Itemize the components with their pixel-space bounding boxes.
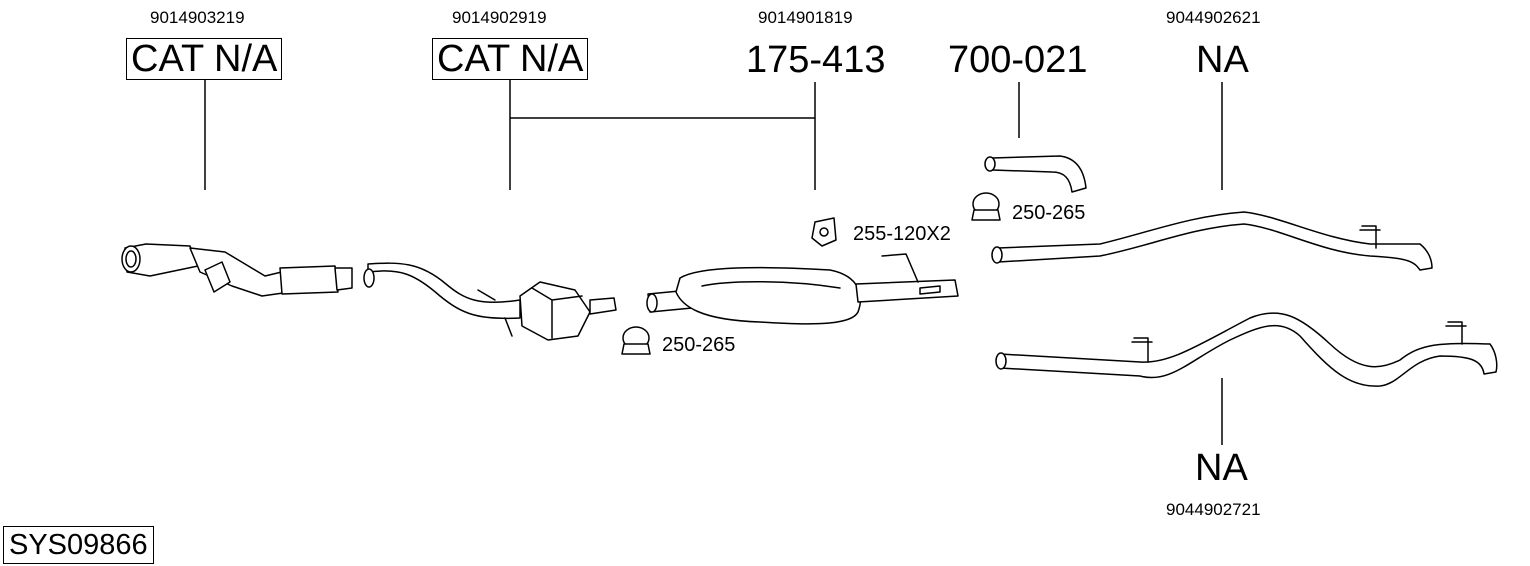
rubber-mount-label: 255-120X2 bbox=[853, 223, 951, 245]
rubber-mount bbox=[811, 217, 837, 247]
oe-number-5: 9044902621 bbox=[1166, 8, 1261, 27]
oe-number-2: 9014902919 bbox=[452, 8, 547, 27]
part-number-6: NA bbox=[1195, 447, 1248, 489]
clamp-left bbox=[621, 326, 651, 355]
part-number-1: CAT N/A bbox=[126, 38, 283, 80]
part-number-5: NA bbox=[1196, 39, 1249, 81]
leader-lines bbox=[204, 80, 1223, 445]
oe-number-3: 9014901819 bbox=[758, 8, 853, 27]
oe-number-6: 9044902721 bbox=[1166, 500, 1261, 519]
clamp-left-label: 250-265 bbox=[662, 334, 736, 356]
intermediate-catalyst-pipe bbox=[363, 262, 617, 341]
middle-silencer bbox=[646, 253, 959, 325]
part-number-2: CAT N/A bbox=[432, 38, 589, 80]
tailpipe-bend bbox=[984, 155, 1087, 193]
part-number-3: 175-413 bbox=[746, 39, 886, 81]
clamp-right-label: 250-265 bbox=[1012, 202, 1086, 224]
system-code: SYS09866 bbox=[3, 526, 154, 564]
oe-number-1: 9014903219 bbox=[150, 8, 245, 27]
front-catalyst-pipe bbox=[121, 243, 353, 297]
upper-long-pipe bbox=[991, 211, 1433, 271]
lower-long-pipe bbox=[995, 312, 1498, 387]
part-number-4: 700-021 bbox=[948, 39, 1088, 81]
clamp-right bbox=[971, 192, 1001, 221]
